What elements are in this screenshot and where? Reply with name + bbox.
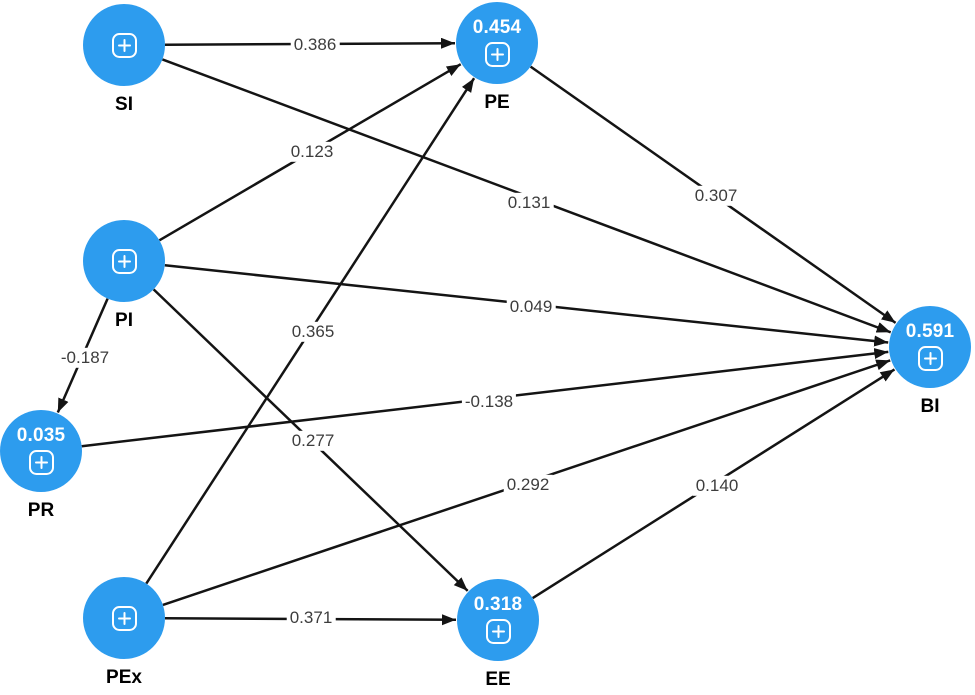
plus-box-icon: [111, 248, 137, 274]
construct-label-PR: PR: [27, 500, 55, 521]
path-coefficient-PE-to-BI: 0.307: [691, 185, 741, 207]
construct-node-PE[interactable]: 0.454: [456, 2, 538, 84]
path-coefficient-SI-to-BI: 0.131: [504, 192, 554, 214]
path-coefficient-PEx-to-EE: 0.371: [286, 607, 336, 629]
path-coefficient-PEx-to-BI: 0.292: [503, 474, 553, 496]
path-coefficient-PR-to-BI: -0.138: [461, 391, 517, 413]
r-squared-value: 0.454: [472, 17, 522, 39]
construct-label-PE: PE: [484, 92, 510, 113]
path-coefficient-PI-to-PR: -0.187: [57, 347, 113, 369]
plus-box-icon: [917, 345, 943, 371]
r-squared-value: 0.591: [905, 321, 955, 343]
plus-box-icon: [28, 449, 54, 475]
path-coefficient-PI-to-BI: 0.049: [506, 296, 556, 318]
path-coefficient-PEx-to-PE: 0.365: [288, 321, 338, 343]
construct-label-PI: PI: [115, 310, 133, 331]
construct-label-BI: BI: [920, 396, 940, 417]
construct-node-BI[interactable]: 0.591: [889, 306, 971, 388]
construct-node-PR[interactable]: 0.035: [0, 410, 82, 492]
plus-box-icon: [484, 41, 510, 67]
path-coefficient-EE-to-BI: 0.140: [692, 475, 742, 497]
construct-label-PEx: PEx: [106, 667, 142, 688]
path-coefficient-SI-to-PE: 0.386: [290, 34, 340, 56]
path-coefficient-PI-to-PE: 0.123: [287, 141, 337, 163]
r-squared-value: 0.318: [473, 594, 523, 616]
construct-label-EE: EE: [485, 669, 511, 690]
r-squared-value: 0.035: [16, 425, 66, 447]
construct-node-SI[interactable]: [83, 4, 165, 86]
plus-box-icon: [485, 618, 511, 644]
construct-label-SI: SI: [115, 94, 133, 115]
path-coefficient-PI-to-EE: 0.277: [288, 430, 338, 452]
construct-node-PI[interactable]: [83, 220, 165, 302]
construct-node-PEx[interactable]: [83, 577, 165, 659]
plus-box-icon: [111, 605, 137, 631]
construct-node-EE[interactable]: 0.318: [457, 579, 539, 661]
plus-box-icon: [111, 32, 137, 58]
